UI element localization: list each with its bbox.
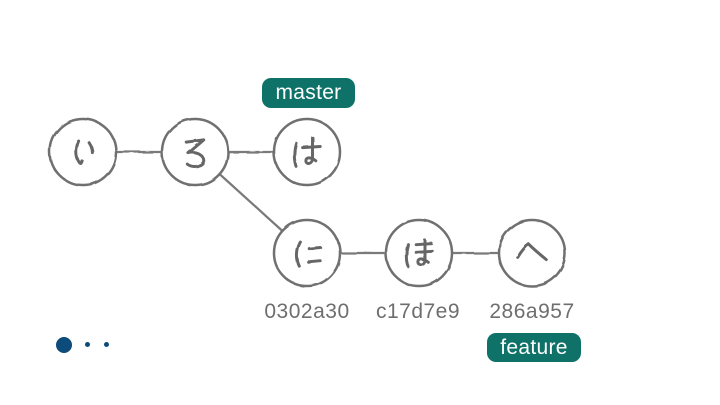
branch-badge-master: master bbox=[262, 78, 355, 108]
commit-circle bbox=[48, 117, 118, 187]
commit-node bbox=[48, 117, 118, 187]
commit-node bbox=[272, 117, 342, 187]
commit-node bbox=[384, 218, 454, 288]
commit-hash: 286a957 bbox=[489, 300, 575, 323]
kana-glyph-ho bbox=[404, 238, 434, 268]
commit-circle bbox=[272, 117, 342, 187]
edges bbox=[114, 150, 501, 255]
kana-glyph-ro bbox=[184, 138, 206, 168]
commit-circle bbox=[272, 218, 342, 288]
commit-node bbox=[160, 117, 230, 187]
progress-dot bbox=[85, 342, 90, 347]
branch-badge-feature: feature bbox=[487, 333, 581, 362]
progress-dot-active bbox=[56, 337, 72, 353]
commit-hash: 0302a30 bbox=[264, 300, 350, 323]
commit-node bbox=[497, 218, 567, 288]
kana-glyph-i bbox=[74, 139, 95, 165]
branch-badge-label: master bbox=[275, 81, 342, 104]
commit-node bbox=[272, 218, 342, 288]
commit-circle bbox=[497, 218, 567, 288]
kana-glyph-ni bbox=[295, 240, 322, 268]
commit-hash: c17d7e9 bbox=[375, 300, 461, 323]
progress-dot bbox=[104, 342, 109, 347]
branch-badge-label: feature bbox=[500, 335, 568, 359]
kana-glyph-he bbox=[516, 242, 548, 262]
kana-glyph-ha bbox=[292, 136, 322, 168]
edge-ro-ni-branch bbox=[218, 172, 284, 233]
